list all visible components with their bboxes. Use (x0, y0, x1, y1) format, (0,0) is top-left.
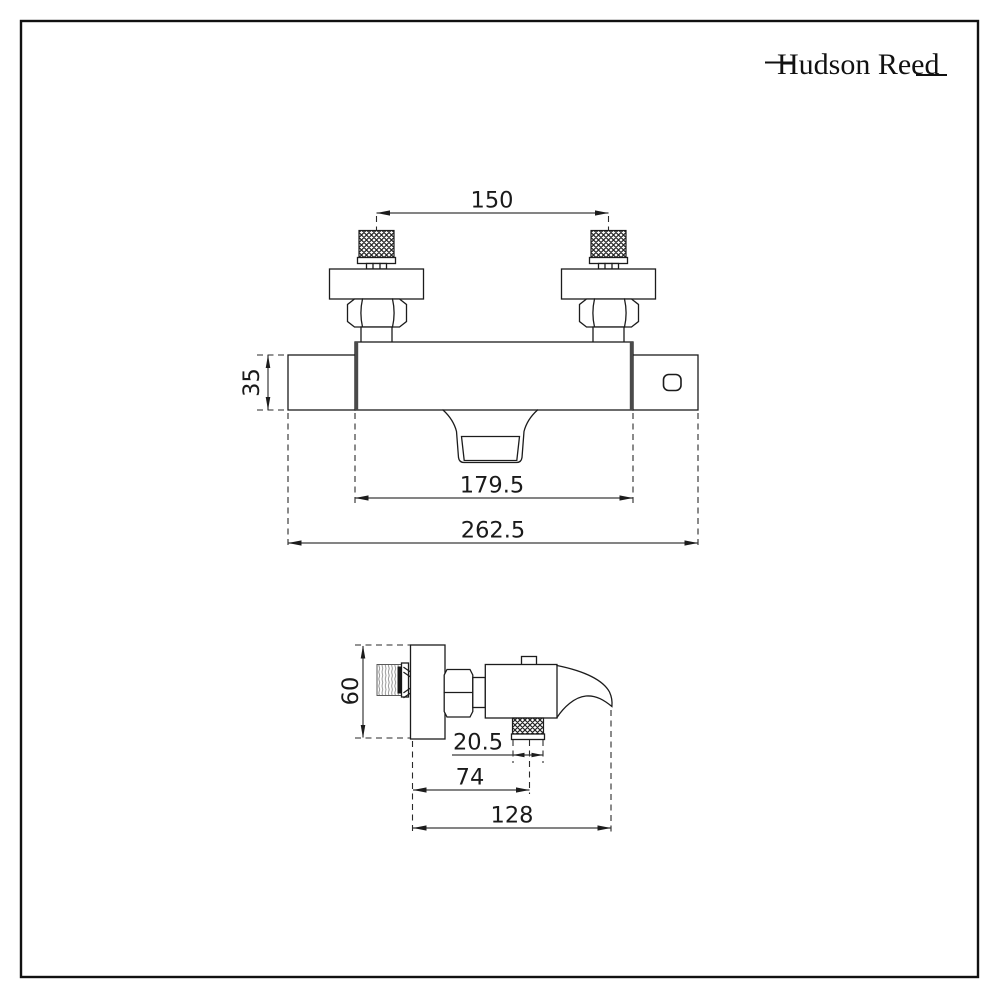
handle-right (632, 354, 699, 411)
brand-logo: Hudson Reed (765, 48, 947, 81)
inlet-side (376, 662, 413, 699)
dim-text-150: 150 (471, 188, 514, 214)
front-view: 150 35 (239, 188, 699, 549)
spout-side (556, 664, 613, 719)
escutcheon-plate-side (409, 644, 446, 740)
dim-text-35: 35 (239, 368, 265, 397)
dim-body-width: 179.5 (355, 473, 633, 501)
outlet-side (510, 717, 546, 741)
dim-wall-to-outlet: 74 (413, 765, 530, 793)
dim-text-74: 74 (456, 765, 485, 791)
dim-overall-depth: 128 (413, 803, 611, 831)
dim-text-128: 128 (491, 803, 534, 829)
connector-side (472, 676, 486, 709)
hex-nut-side (443, 668, 474, 718)
dim-text-262-5: 262.5 (461, 518, 525, 544)
dim-overall-width: 262.5 (288, 518, 698, 546)
inlet-connector-right (560, 229, 657, 344)
dim-body-height: 35 (239, 354, 286, 411)
dim-text-60: 60 (338, 677, 364, 706)
page-border (19, 19, 980, 979)
side-view: 60 (338, 644, 613, 834)
dim-outlet-width: 20.5 (452, 730, 543, 758)
body-button-side (520, 655, 538, 666)
logo-text: Hudson Reed (777, 48, 939, 81)
dim-plate-height: 60 (338, 644, 410, 739)
dim-text-20-5: 20.5 (453, 730, 503, 756)
dim-inlet-spacing: 150 (375, 188, 610, 231)
inlet-connector-left (328, 229, 425, 344)
spout-front (442, 409, 539, 464)
handle-left (287, 354, 356, 411)
valve-body-side (484, 663, 558, 719)
dim-text-179-5: 179.5 (460, 473, 524, 499)
valve-body-front (354, 341, 634, 411)
handle-button (662, 373, 682, 392)
